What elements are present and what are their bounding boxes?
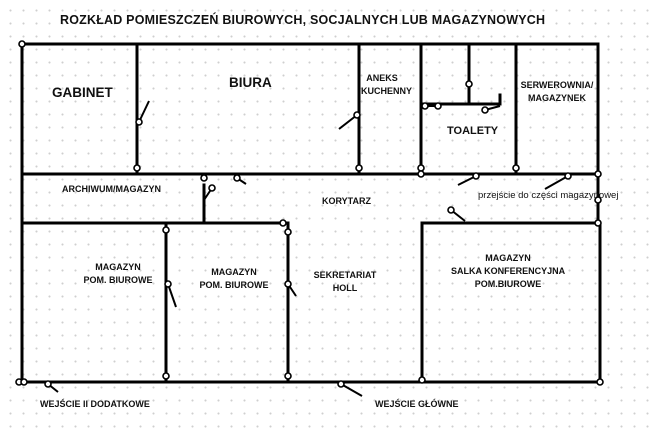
door-corridor-3 (544, 175, 569, 190)
node (135, 118, 143, 126)
node (284, 280, 292, 288)
node (233, 174, 241, 182)
node (337, 380, 345, 388)
room-biura: BIURA (229, 75, 272, 90)
node (279, 219, 287, 227)
room-magazyn-1-line2: POM. BIUROWE (83, 275, 153, 285)
node (208, 184, 216, 192)
node (596, 378, 604, 386)
room-sekretariat-line2: HOLL (332, 283, 358, 293)
node (284, 228, 292, 236)
door-aneks (338, 114, 358, 130)
room-magazyn-3-line1: MAGAZYN (485, 253, 531, 263)
node (133, 164, 141, 172)
node (162, 372, 170, 380)
node (594, 196, 602, 204)
node (417, 164, 425, 172)
room-magazyn-1-line1: MAGAZYN (95, 262, 141, 272)
node (18, 40, 26, 48)
node (512, 164, 520, 172)
room-magazyn-2-line2: POM. BIUROWE (199, 280, 269, 290)
door-magazyn1 (167, 283, 177, 308)
room-aneks-line1: ANEKS (366, 73, 398, 83)
node (421, 102, 429, 110)
door-gabinet (138, 100, 150, 123)
room-korytarz: KORYTARZ (322, 196, 371, 206)
node (200, 174, 208, 182)
room-serwerownia: SERWEROWNIA/ MAGAZYNEK (520, 79, 594, 105)
room-toalety: TOALETY (447, 125, 499, 137)
label-wejscie-dodatkowe: WEJŚCIE II DODATKOWE (40, 399, 150, 409)
node (164, 280, 172, 288)
room-archiwum: ARCHIWUM/MAGAZYN (62, 184, 161, 194)
room-sekretariat-line1: SEKRETARIAT (313, 270, 377, 280)
node (594, 219, 602, 227)
room-aneks-line2: KUCHENNY (361, 86, 413, 96)
plan-title: ROZKŁAD POMIESZCZEŃ BIUROWYCH, SOCJALNYC… (60, 13, 546, 27)
label-przejscie: przejście do części magazynowej (478, 190, 619, 201)
node (353, 111, 361, 119)
node (284, 372, 292, 380)
room-gabinet: GABINET (52, 85, 113, 100)
room-sekretariat: SEKRETARIAT HOLL (307, 269, 383, 295)
node (447, 206, 455, 214)
node (594, 170, 602, 178)
label-wejscie-glowne: WEJŚCIE GŁÓWNE (375, 399, 459, 409)
room-magazyn-3-line3: POM.BIUROWE (474, 279, 542, 289)
room-magazyn-3-line2: SALKA KONFERENCYJNA (451, 266, 566, 276)
door-wejscie-glowne (340, 383, 363, 397)
room-magazyn-1: MAGAZYN POM. BIUROWE (80, 261, 156, 287)
node (162, 226, 170, 234)
node (20, 378, 28, 386)
room-magazyn-2-line1: MAGAZYN (211, 267, 257, 277)
room-magazyn-2: MAGAZYN POM. BIUROWE (196, 266, 272, 292)
node (418, 376, 426, 384)
room-serwerownia-line2: MAGAZYNEK (528, 93, 586, 103)
room-serwerownia-line1: SERWEROWNIA/ (520, 80, 594, 90)
node (472, 172, 480, 180)
node (44, 380, 52, 388)
node (465, 80, 473, 88)
node (417, 170, 425, 178)
node (564, 172, 572, 180)
node (481, 106, 489, 114)
node (434, 102, 442, 110)
room-aneks: ANEKS KUCHENNY (361, 72, 413, 98)
room-magazyn-3: MAGAZYN SALKA KONFERENCYJNA POM.BIUROWE (451, 252, 565, 291)
node (355, 164, 363, 172)
